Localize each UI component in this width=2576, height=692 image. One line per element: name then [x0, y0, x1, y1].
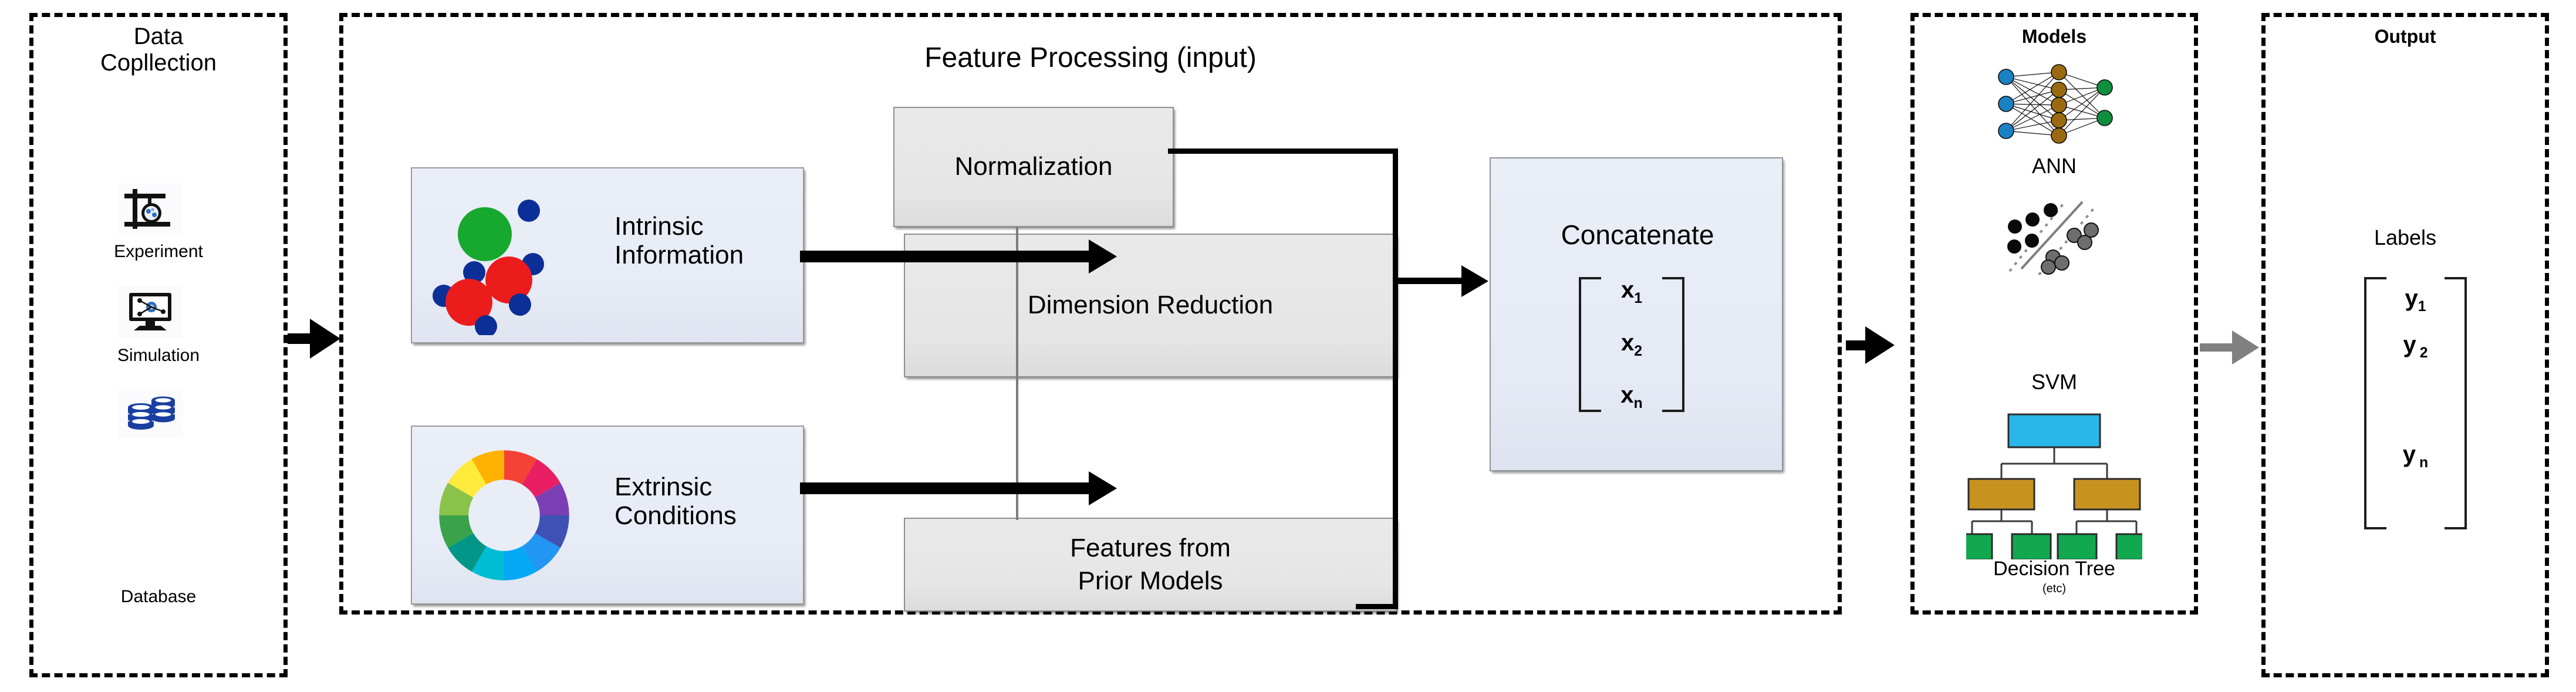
box-normalization-label: Normalization [954, 152, 1113, 181]
card-intrinsic-information[interactable]: Intrinsic Information [411, 167, 804, 343]
simulation-label: Simulation [117, 346, 200, 365]
bracket-right [1662, 277, 1684, 412]
neural-network-icon [1998, 64, 2113, 144]
arrow-extrinsic-shaft [800, 482, 1096, 494]
arrow-to-concatenate-head [1461, 265, 1488, 297]
bracket-bottom-stub [1356, 604, 1398, 609]
computer-simulation-icon [129, 293, 171, 330]
database-icon-tile [117, 389, 183, 438]
simulation-icon-tile [117, 286, 183, 337]
bracket-top-stub [1168, 148, 1398, 154]
output-title: Output [2374, 26, 2436, 47]
box-features-from-prior-models-label: Features from Prior Models [1070, 533, 1231, 595]
bracket-spine [1393, 148, 1398, 609]
feature-processing-title: Feature Processing (input) [924, 42, 1257, 73]
vertical-connector-steps [1016, 227, 1018, 520]
panel-data-collection [29, 13, 288, 677]
ann-label: ANN [2031, 154, 2077, 178]
box-features-from-prior-models[interactable]: Features from Prior Models [904, 518, 1397, 612]
arrow-to-concatenate-shaft [1393, 278, 1472, 284]
arrow-models-to-output-head [2232, 330, 2259, 364]
ann-icon-wrap [1990, 62, 2119, 150]
bracket-left [1579, 277, 1601, 412]
data-collection-title: Data Copllection [100, 23, 217, 76]
svm-hyperplane-icon [2007, 201, 2099, 276]
box-normalization[interactable]: Normalization [893, 107, 1174, 227]
models-title: Models [2021, 26, 2087, 47]
label-vector-row: y1 [2405, 285, 2426, 315]
feature-vector-row: x2 [1620, 329, 1643, 359]
decision-tree-icon-wrap [1952, 410, 2156, 562]
experiment-label: Experiment [114, 242, 203, 261]
arrow-features-to-models-head [1865, 326, 1895, 364]
bracket-right [2445, 277, 2467, 529]
arrow-intrinsic-shaft [800, 251, 1096, 262]
color-wheel-icon [439, 450, 569, 580]
feature-vector-row: x1 [1620, 277, 1643, 306]
card-extrinsic-conditions-label: Extrinsic Conditions [615, 472, 737, 531]
card-concatenate[interactable]: Concatenate x1 x2 xn [1490, 157, 1783, 471]
decision-tree-label: Decision Tree [1993, 558, 2115, 580]
decision-tree-sublabel: (etc) [2042, 582, 2066, 595]
feature-vector-bracket: x1 x2 xn [1579, 277, 1684, 412]
scatter-dots-icon [433, 200, 544, 335]
card-intrinsic-information-label: Intrinsic Information [615, 212, 744, 270]
arrow-extrinsic-head [1089, 471, 1117, 505]
panel-feature-processing [339, 13, 1842, 615]
flask-experiment-icon [124, 189, 170, 229]
output-subtitle: Labels [2374, 225, 2437, 249]
card-extrinsic-conditions[interactable]: Extrinsic Conditions [411, 426, 804, 605]
arrow-intrinsic-head [1089, 239, 1117, 274]
panel-output [2261, 13, 2549, 677]
box-dimension-reduction-label: Dimension Reduction [1027, 291, 1274, 320]
experiment-icon-tile [117, 183, 183, 235]
arrow-collection-to-features-head [310, 319, 340, 359]
svm-icon-wrap [1996, 194, 2113, 279]
database-cylinder-icon [128, 396, 175, 430]
feature-vector-row: xn [1620, 382, 1643, 411]
bracket-left [2364, 277, 2386, 529]
concatenate-title: Concatenate [1561, 220, 1714, 250]
svm-label: SVM [2031, 370, 2077, 394]
database-label: Database [120, 587, 197, 606]
arrow-models-to-output-shaft [2200, 343, 2232, 352]
decision-tree-icon [1952, 413, 2156, 561]
panel-models [1910, 13, 2198, 615]
